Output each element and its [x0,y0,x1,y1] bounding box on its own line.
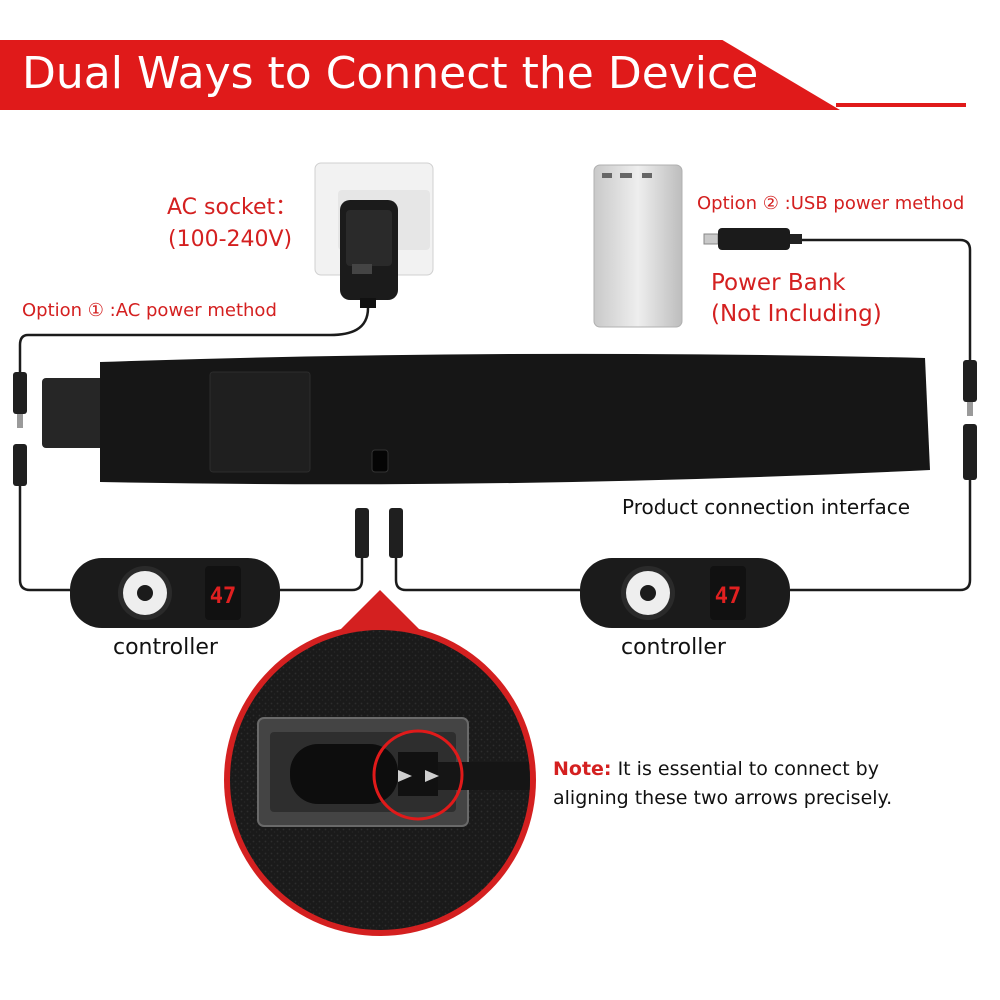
note-line-1: It is essential to connect by [611,758,879,780]
power-bank-device [593,164,683,328]
power-bank-label: Power Bank [711,270,846,296]
dc-connector-right [963,360,977,480]
controller-right [580,558,790,628]
page-title: Dual Ways to Connect the Device [22,48,759,99]
ac-adapter [340,200,398,308]
option-ac-label: Option ① :AC power method [22,300,277,321]
center-connectors [355,508,403,558]
ac-socket-label: AC socket： [167,195,298,220]
dc-connector-left [13,372,27,486]
power-bank-not-included-label: (Not Including) [711,301,882,327]
controller-left-display: 47 [210,584,237,609]
note-prefix: Note: [553,758,612,780]
ac-voltage-label: (100-240V) [168,227,293,252]
usb-plug [703,228,802,250]
controller-left-label: controller [113,635,218,660]
controller-left [70,558,280,628]
controller-right-label: controller [621,635,726,660]
alignment-note: Note: It is essential to connect by alig… [553,755,892,813]
note-line-2: aligning these two arrows precisely. [553,787,893,809]
controller-right-display: 47 [715,584,742,609]
product-interface-label: Product connection interface [622,495,911,519]
heating-belt [42,353,930,485]
power-cables [18,238,972,592]
zoom-callout [224,590,536,936]
option-usb-label: Option ② :USB power method [697,193,965,214]
banner-underline [836,103,966,107]
title-banner [0,40,840,110]
